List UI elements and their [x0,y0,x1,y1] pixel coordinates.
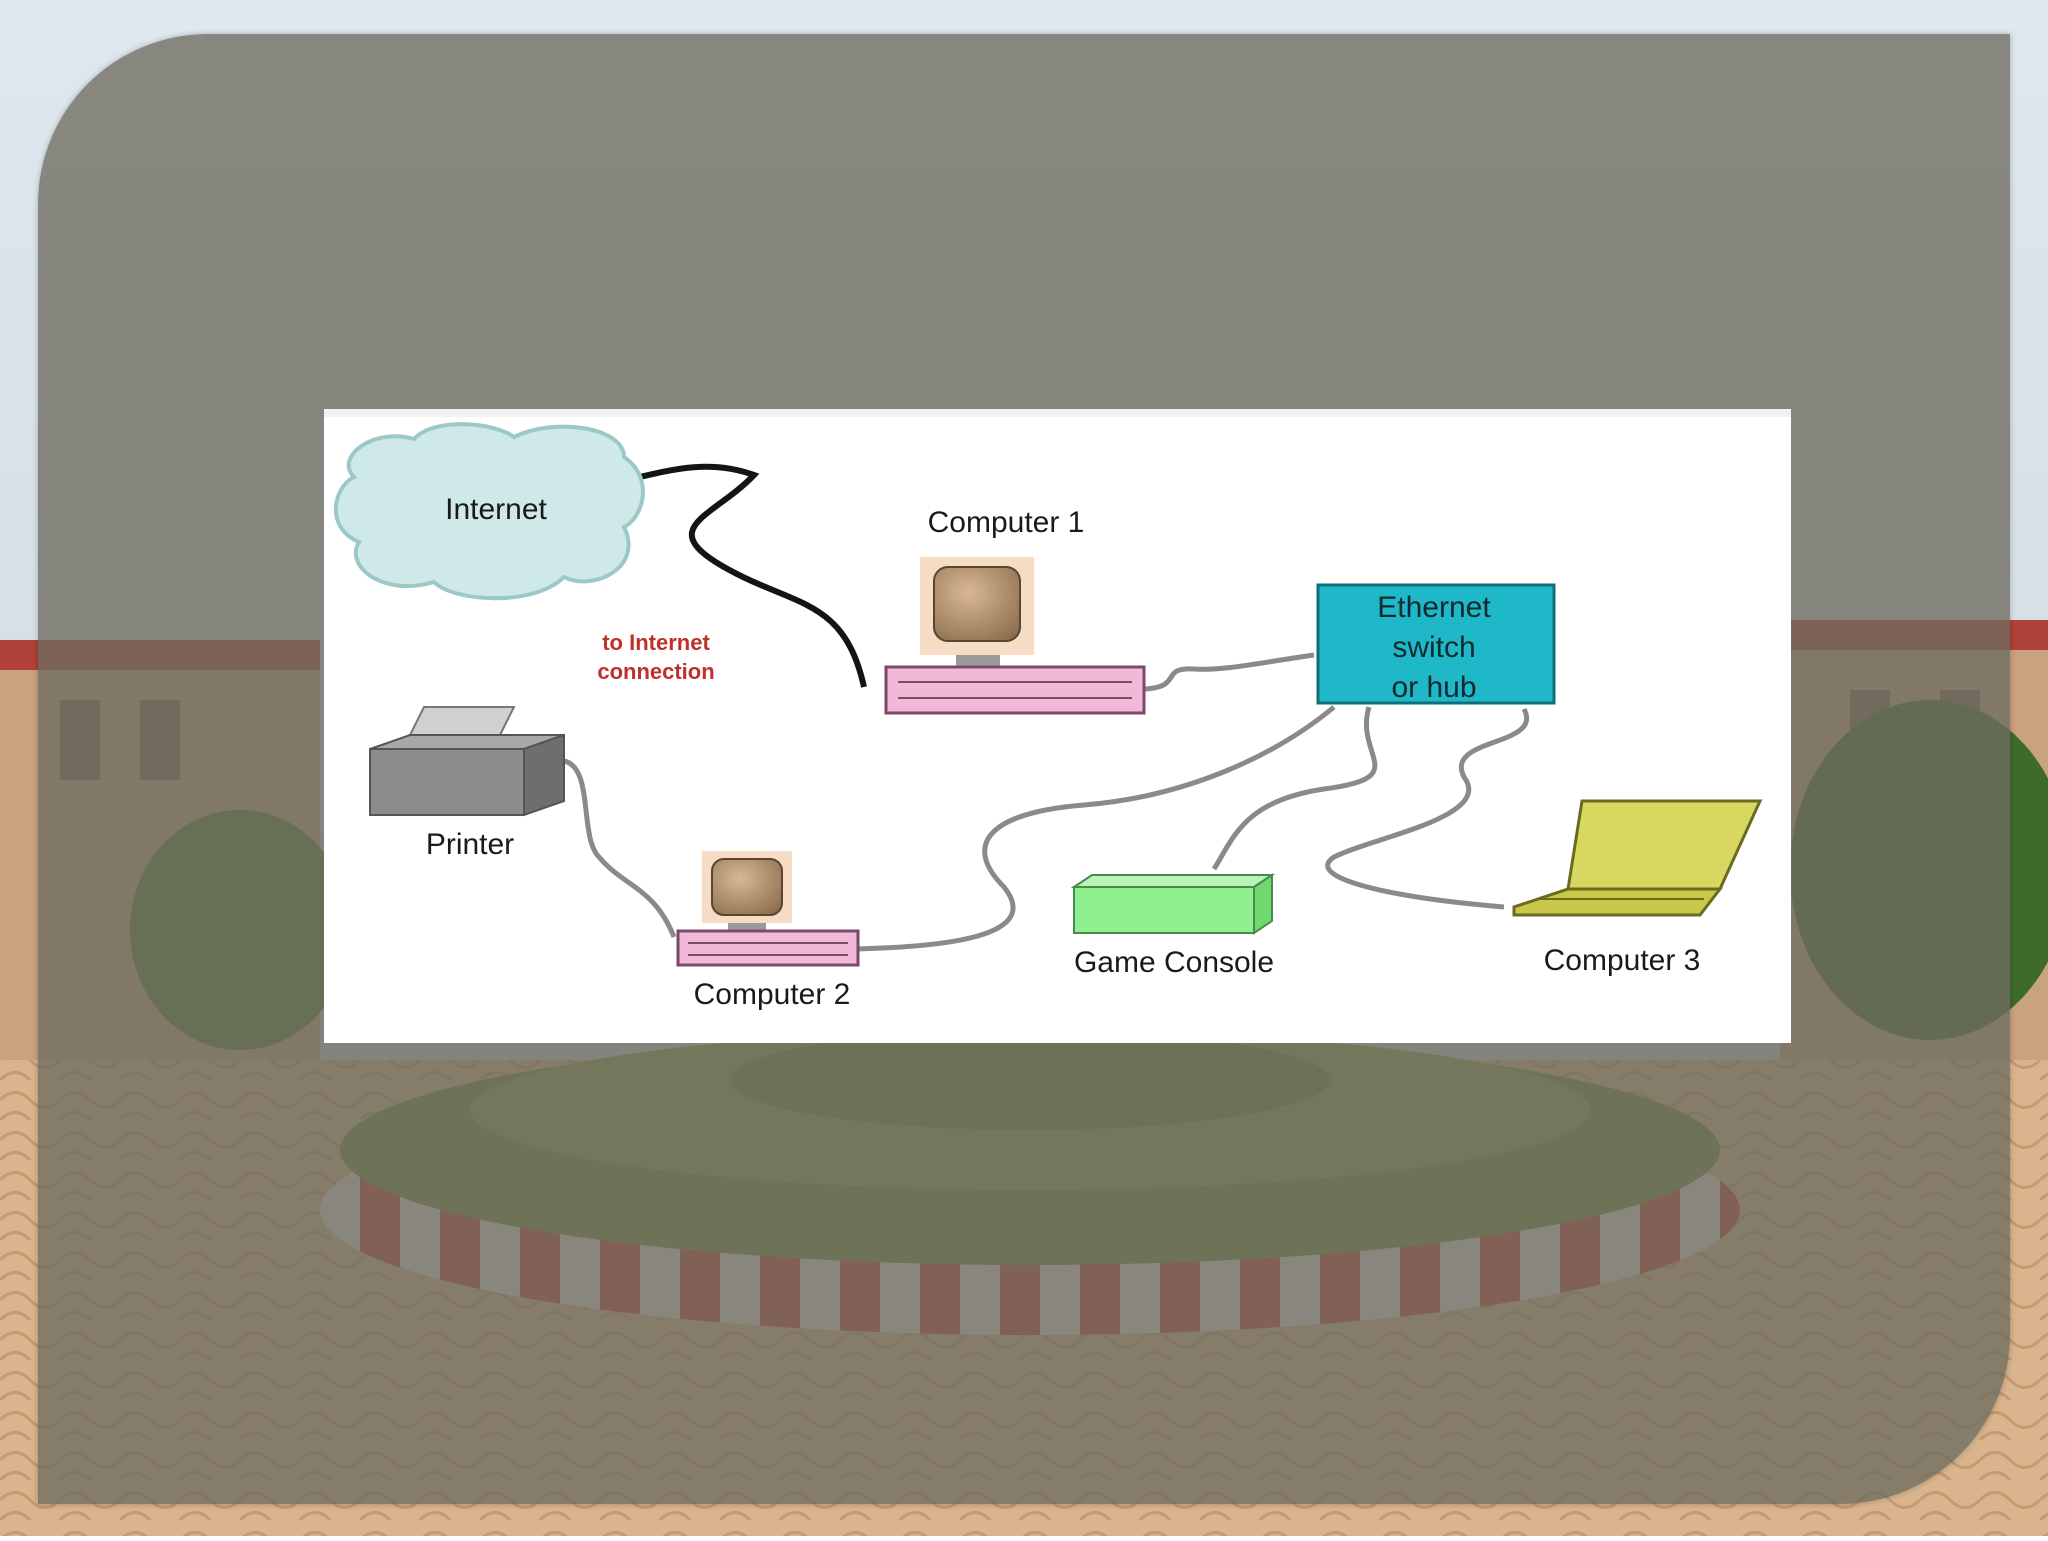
cable-printer-computer2 [563,758,677,938]
cable-switch-computer3 [1325,707,1530,910]
ethernet-switch-icon [1316,583,1556,705]
internet-label: Internet [445,493,547,526]
game-console-label: Game Console [1074,946,1274,979]
printer-icon [369,706,565,817]
laptop-computer3-icon [1512,799,1763,917]
cable-computer1-switch [1143,652,1315,692]
computer2-icon [676,851,860,967]
game-console-icon [1070,873,1276,935]
cable-switch-computer2 [853,705,1336,952]
cable-internet-computer1 [605,463,867,688]
switch-label-line3: or hub [1391,671,1476,704]
cable-switch-console [1211,706,1378,871]
internet-connection-note-line1: to Internet [602,630,710,655]
internet-connection-note-line2: connection [597,659,714,684]
switch-label-line1: Ethernet [1377,591,1491,624]
printer-label: Printer [426,828,514,861]
computer1-icon [884,557,1146,715]
computer1-label: Computer 1 [928,506,1085,539]
network-diagram: Internet to Internet connection Computer… [324,409,1791,1043]
diagram-canvas: Internet to Internet connection Computer… [333,422,1763,1011]
internet-cloud-icon [333,422,645,601]
computer2-label: Computer 2 [694,978,851,1011]
computer3-label: Computer 3 [1544,944,1701,977]
switch-label-line2: switch [1392,631,1475,664]
